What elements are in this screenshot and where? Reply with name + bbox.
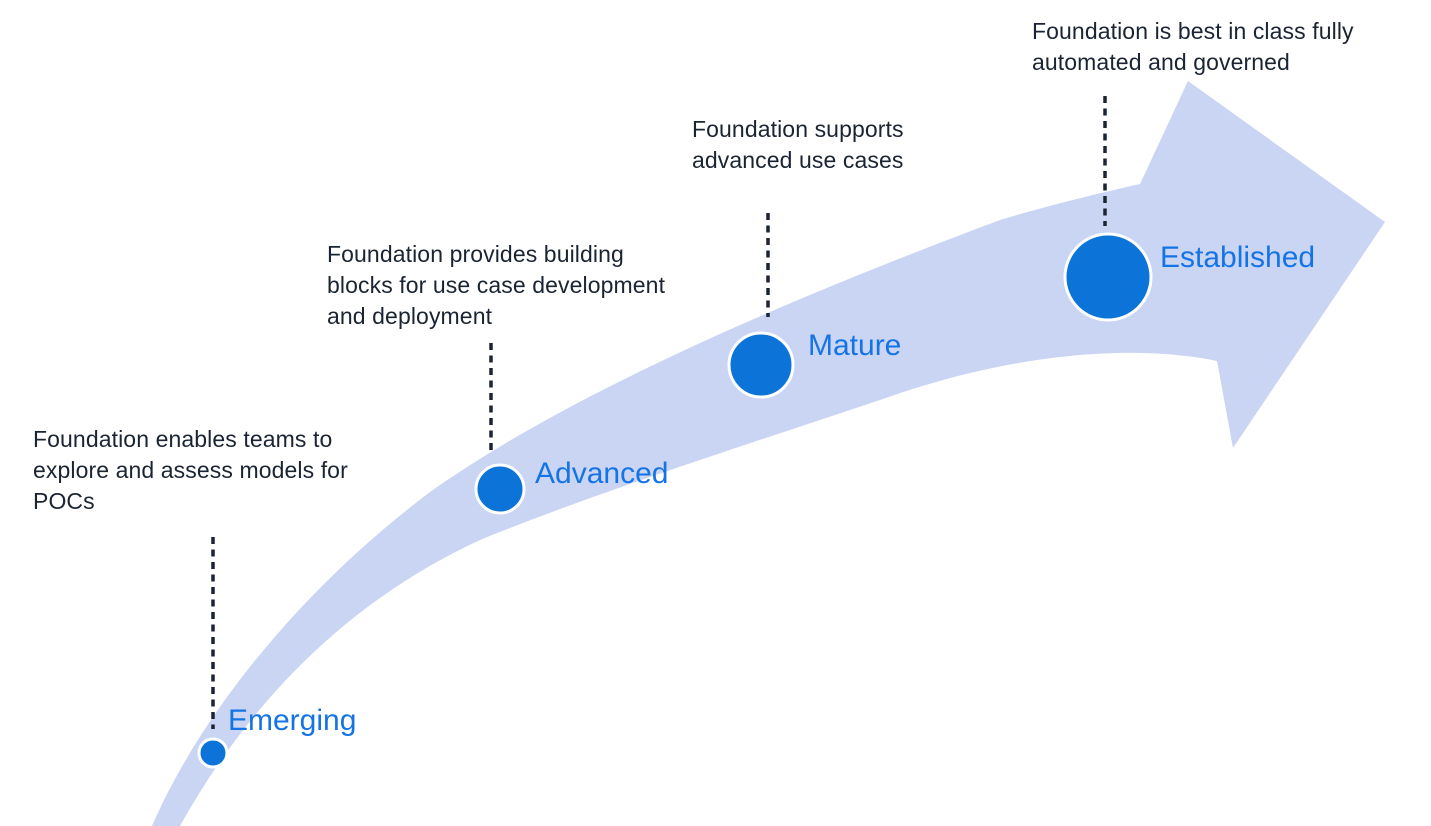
stage-description-emerging: Foundation enables teams to explore and … xyxy=(33,426,348,514)
connector-dashed-lines xyxy=(211,96,1107,729)
stage-label-established: Established xyxy=(1160,241,1316,274)
stage-marker-mature xyxy=(727,331,795,399)
stage-description-established: Foundation is best in class fully automa… xyxy=(1032,18,1354,75)
stage-description-mature: Foundation supports advanced use cases xyxy=(692,116,904,173)
stage-label-emerging: Emerging xyxy=(228,704,357,737)
stage-markers xyxy=(197,232,1153,769)
stage-marker-established xyxy=(1063,232,1153,322)
stage-label-advanced: Advanced xyxy=(535,457,669,490)
stage-marker-emerging xyxy=(197,737,229,769)
stage-marker-advanced xyxy=(474,463,526,515)
stage-description-advanced: Foundation provides building blocks for … xyxy=(327,241,666,329)
stage-label-mature: Mature xyxy=(808,329,902,362)
